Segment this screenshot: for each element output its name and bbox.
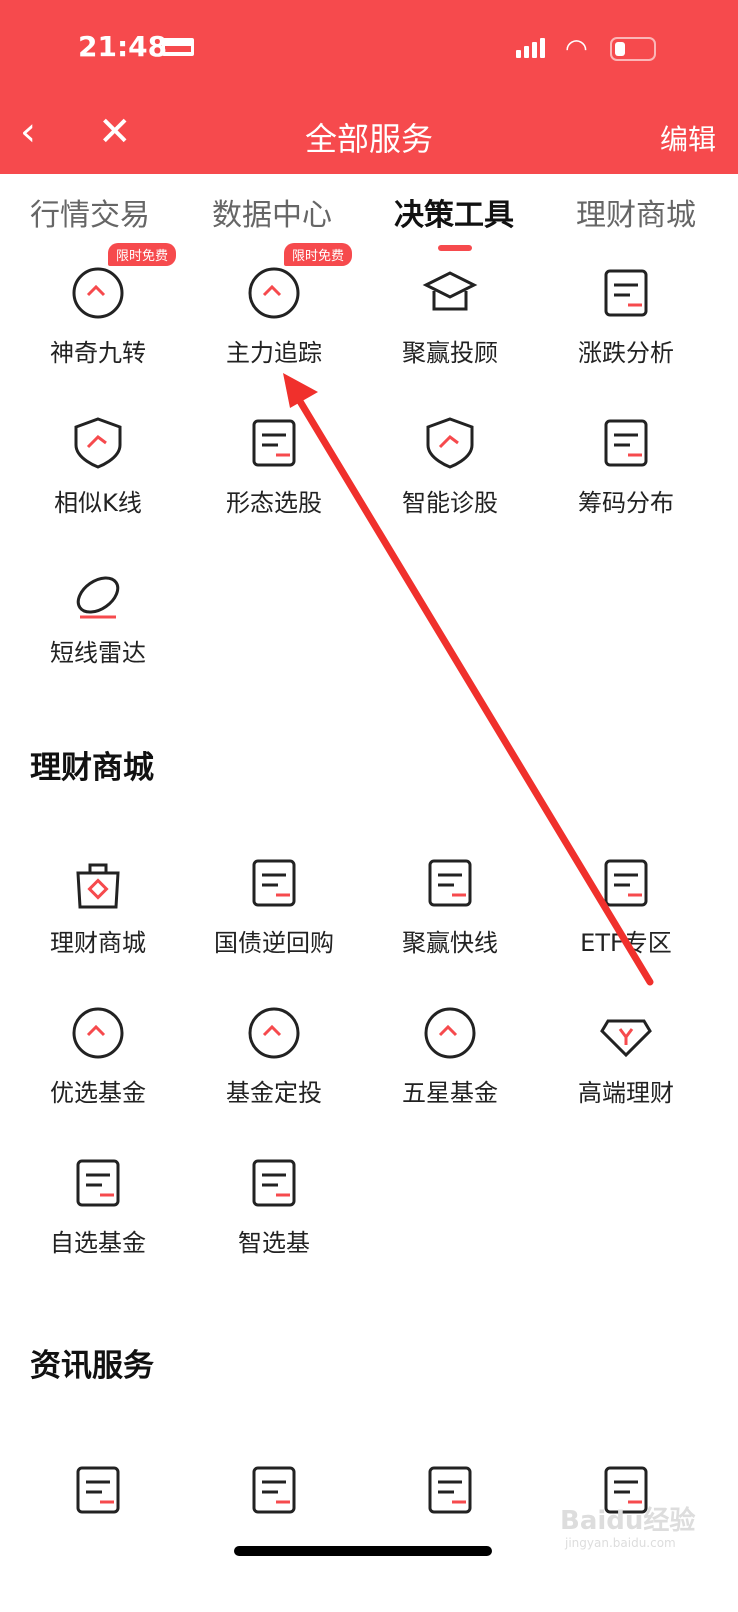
sort-search-icon — [604, 269, 648, 317]
tab-wealth-mall[interactable]: 理财商城 — [576, 198, 696, 233]
service-label: 聚赢快线 — [402, 929, 498, 957]
service-label: 自选基金 — [50, 1229, 146, 1257]
news-services-grid — [10, 1462, 714, 1612]
folder-star-icon — [76, 1159, 120, 1207]
home-indicator[interactable] — [234, 1546, 492, 1556]
service-item[interactable]: 筹码分布 — [538, 415, 714, 565]
service-label: 理财商城 — [50, 929, 146, 957]
service-label: 涨跌分析 — [578, 339, 674, 367]
newspaper-icon — [76, 1466, 120, 1514]
service-item[interactable] — [186, 1462, 362, 1612]
service-label: 国债逆回购 — [214, 929, 334, 957]
service-label: 聚赢投顾 — [402, 339, 498, 367]
diamond-circle-icon — [72, 1007, 124, 1059]
service-label: 主力追踪 — [226, 339, 322, 367]
service-label: 基金定投 — [226, 1079, 322, 1107]
document-search-icon — [252, 1159, 296, 1207]
service-label: 智选基 — [238, 1229, 310, 1257]
return-tray-icon — [252, 859, 296, 907]
cellular-signal-icon — [516, 38, 545, 58]
service-item[interactable] — [362, 1462, 538, 1612]
service-label: 筹码分布 — [578, 489, 674, 517]
service-item[interactable]: 智能诊股 — [362, 415, 538, 565]
service-label: 优选基金 — [50, 1079, 146, 1107]
etf-banner-icon — [604, 859, 648, 907]
tab-decision-tools[interactable]: 决策工具 — [394, 198, 514, 233]
page-title: 全部服务 — [304, 120, 433, 158]
service-label: 高端理财 — [578, 1079, 674, 1107]
service-item[interactable]: 国债逆回购 — [186, 855, 362, 1005]
alarm-clock-yen-icon — [248, 1007, 300, 1059]
service-item[interactable]: 高端理财 — [538, 1005, 714, 1155]
star-medal-icon — [424, 1007, 476, 1059]
service-label: 智能诊股 — [402, 489, 498, 517]
app-header: 21:48 ◠ ‹ ✕ 全部服务 编辑 — [0, 0, 738, 174]
back-button[interactable]: ‹ — [20, 109, 36, 155]
video-camera-icon — [252, 1466, 296, 1514]
service-item[interactable]: 智选基 — [186, 1155, 362, 1305]
service-item[interactable]: 理财商城 — [10, 855, 186, 1005]
shield-trend-icon — [426, 417, 474, 469]
service-label: 神奇九转 — [50, 339, 146, 367]
service-item[interactable]: 五星基金 — [362, 1005, 538, 1155]
diamond-yen-icon — [600, 1019, 652, 1058]
category-tabs: 行情交易 数据中心 决策工具 理财商城 — [0, 190, 738, 250]
free-badge: 限时免费 — [284, 243, 353, 266]
active-tab-indicator — [438, 245, 472, 251]
shopping-bag-icon — [76, 863, 120, 909]
graduation-cap-icon — [422, 271, 478, 311]
decision-tools-grid: 限时免费神奇九转限时免费主力追踪聚赢投顾涨跌分析相似K线形态选股智能诊股筹码分布… — [10, 243, 714, 715]
service-item[interactable]: 涨跌分析 — [538, 265, 714, 415]
service-label: 五星基金 — [402, 1079, 498, 1107]
service-item[interactable]: 短线雷达 — [10, 565, 186, 715]
wifi-icon: ◠ — [565, 34, 588, 64]
service-item[interactable]: 聚赢快线 — [362, 855, 538, 1005]
service-item[interactable]: 自选基金 — [10, 1155, 186, 1305]
service-item[interactable]: 优选基金 — [10, 1005, 186, 1155]
section-title: 理财商城 — [30, 750, 154, 786]
status-time: 21:48 — [78, 30, 168, 63]
service-label: 形态选股 — [226, 489, 322, 517]
tab-market-trading[interactable]: 行情交易 — [30, 198, 150, 233]
service-item[interactable]: 相似K线 — [10, 415, 186, 565]
battery-icon — [610, 37, 656, 61]
hand-coin-icon — [428, 859, 472, 907]
free-badge: 限时免费 — [108, 243, 177, 266]
service-item[interactable]: 限时免费神奇九转 — [10, 243, 186, 415]
shield-candles-icon — [74, 417, 122, 469]
radar-dish-icon — [76, 576, 120, 619]
sleep-mode-icon — [162, 38, 194, 56]
document-plus-icon — [428, 1466, 472, 1514]
service-item[interactable] — [10, 1462, 186, 1612]
document-pie-icon — [604, 419, 648, 467]
tab-data-center[interactable]: 数据中心 — [212, 198, 332, 233]
service-item[interactable]: 限时免费主力追踪 — [186, 243, 362, 415]
share-circle-icon — [72, 267, 124, 319]
service-item[interactable]: 基金定投 — [186, 1005, 362, 1155]
section-title: 资讯服务 — [30, 1348, 154, 1384]
watermark-logo: Baidu经验 — [560, 1506, 696, 1536]
wealth-mall-grid: 理财商城 国债逆回购 聚赢快线 ETF专区优选基金 基金定投 五星基金 高端理财自选基金 智选… — [10, 855, 714, 1305]
close-button[interactable]: ✕ — [98, 109, 132, 155]
service-label: ETF专区 — [580, 929, 672, 957]
service-label: 相似K线 — [54, 489, 142, 517]
open-book-icon — [604, 1466, 648, 1514]
edit-button[interactable]: 编辑 — [659, 123, 716, 156]
watermark-url: jingyan.baidu.com — [565, 1536, 676, 1550]
chart-search-icon — [252, 419, 296, 467]
service-item[interactable] — [538, 1462, 714, 1612]
service-label: 短线雷达 — [50, 639, 146, 667]
service-item[interactable]: 聚赢投顾 — [362, 265, 538, 415]
shuffle-circle-icon — [248, 267, 300, 319]
service-item[interactable]: ETF专区 — [538, 855, 714, 1005]
service-item[interactable]: 形态选股 — [186, 415, 362, 565]
